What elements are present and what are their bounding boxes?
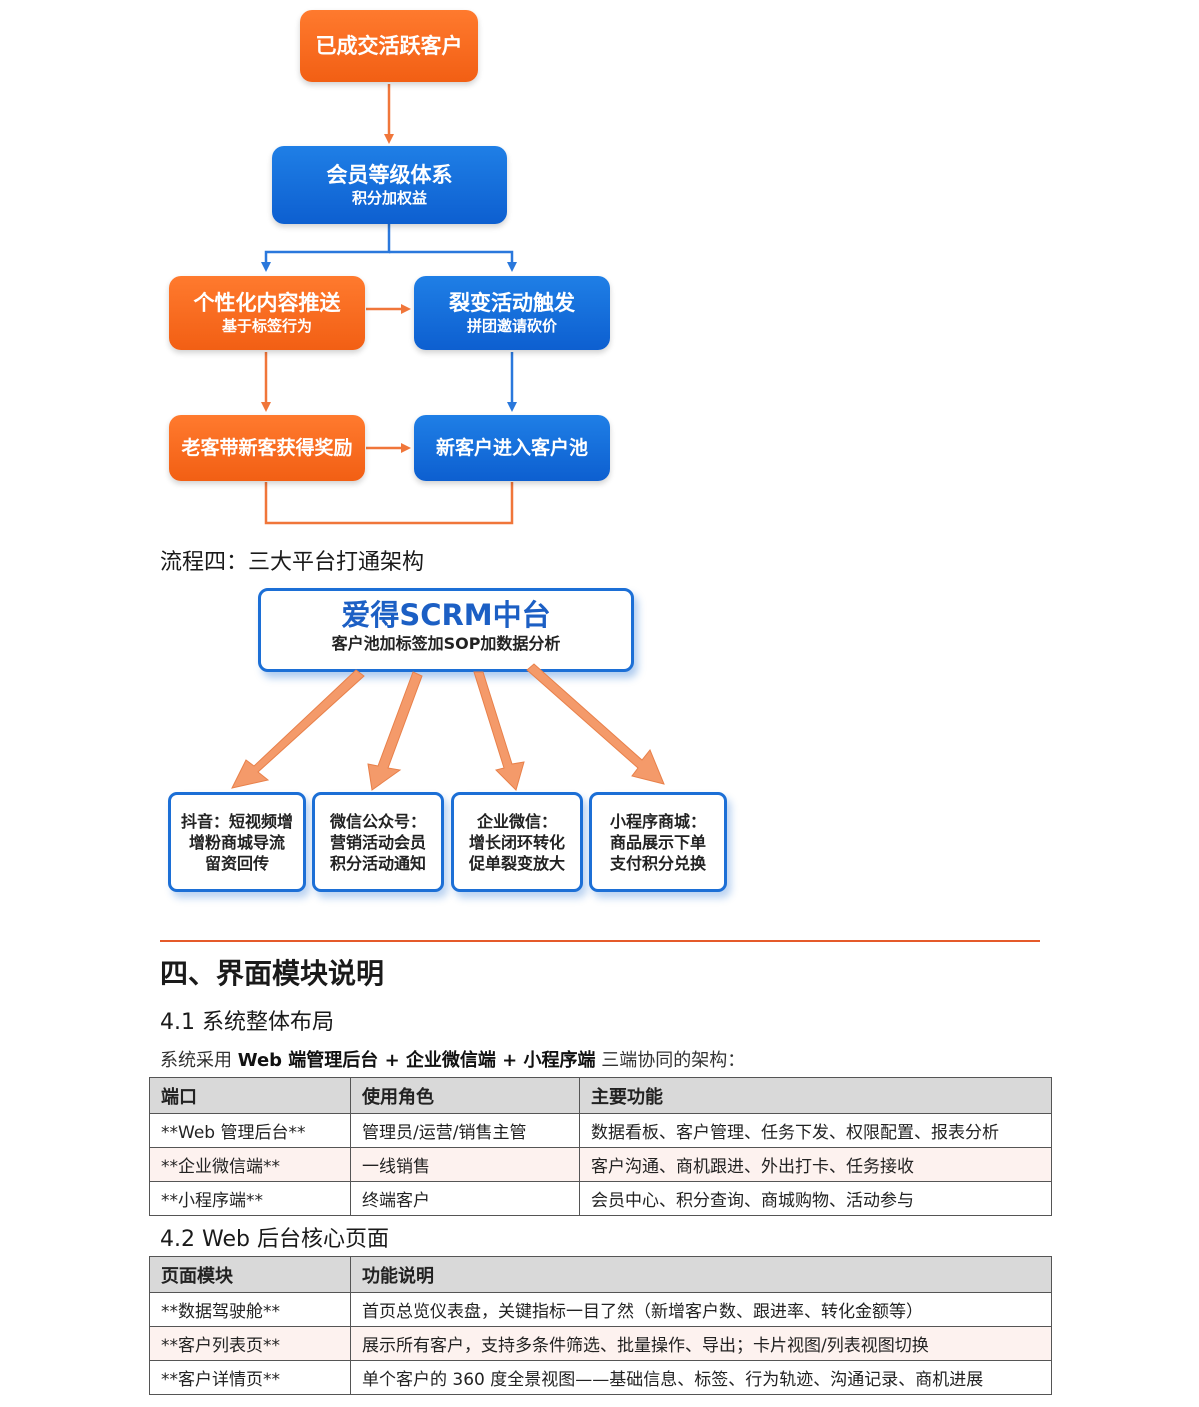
card-line: 商品展示下单 [609,832,706,852]
subsection-heading-4-2: 4.2 Web 后台核心页面 [160,1227,389,1252]
flow-node-membership: 会员等级体系 积分加权益 [272,146,507,224]
platform-card-douyin: 抖音：短视频增 增粉商城导流 留资回传 [168,792,306,892]
platform-card-wecom: 企业微信： 增长闭环转化 促单裂变放大 [451,792,583,892]
card-line: 抖音：短视频增 [180,811,293,831]
flow4-arrows [231,663,665,791]
node-title: 老客带新客获得奖励 [181,437,353,459]
table-cell: 展示所有客户，支持多条件筛选、批量操作、导出；卡片视图/列表视图切换 [350,1326,1052,1361]
card-line: 增粉商城导流 [188,832,285,852]
node-title: 个性化内容推送 [193,291,341,315]
flow-node-referral-reward: 老客带新客获得奖励 [169,415,365,481]
table-row: **企业微信端** 一线销售 客户沟通、商机跟进、外出打卡、任务接收 [149,1147,1052,1182]
table-row: **数据驾驶舱** 首页总览仪表盘，关键指标一目了然（新增客户数、跟进率、转化金… [149,1292,1052,1327]
table-row: **客户详情页** 单个客户的 360 度全景视图——基础信息、标签、行为轨迹、… [149,1360,1052,1395]
header-cell: 使用角色 [350,1077,580,1114]
flow-node-fission: 裂变活动触发 拼团邀请砍价 [414,276,610,350]
node-title: 会员等级体系 [326,163,453,187]
table-cell: **客户详情页** [149,1360,351,1395]
node-subtitle: 基于标签行为 [221,317,312,335]
intro-prefix: 系统采用 [160,1050,232,1071]
table-cell: **Web 管理后台** [149,1113,351,1148]
table-cell: **数据驾驶舱** [149,1292,351,1327]
card-line: 微信公众号： [329,811,426,831]
header-cell: 页面模块 [149,1256,351,1293]
table-cell: **客户列表页** [149,1326,351,1361]
card-line: 小程序商城： [609,811,706,831]
card-line: 留资回传 [204,853,269,873]
section-divider [160,940,1040,942]
web-pages-table: 页面模块 功能说明 **数据驾驶舱** 首页总览仪表盘，关键指标一目了然（新增客… [149,1256,1052,1395]
flow1-connectors [261,84,517,525]
node-subtitle: 积分加权益 [351,189,427,207]
header-cell: 主要功能 [579,1077,1052,1114]
table-row: **小程序端** 终端客户 会员中心、积分查询、商城购物、活动参与 [149,1181,1052,1216]
flow-node-active-customers: 已成交活跃客户 [300,10,478,82]
platform-card-miniprogram: 小程序商城： 商品展示下单 支付积分兑换 [589,792,727,892]
hub-title: 爱得SCRM中台 [341,598,551,632]
card-line: 促单裂变放大 [468,853,565,873]
ports-table: 端口 使用角色 主要功能 **Web 管理后台** 管理员/运营/销售主管 数据… [149,1077,1052,1216]
card-line: 积分活动通知 [329,853,426,873]
node-title: 裂变活动触发 [449,291,575,315]
table-cell: 终端客户 [350,1181,580,1216]
intro-suffix: 三端协同的架构： [601,1050,746,1071]
header-cell: 功能说明 [350,1256,1052,1293]
table-header-row: 页面模块 功能说明 [149,1256,1052,1293]
flow4-caption: 流程四：三大平台打通架构 [160,550,425,575]
table-cell: **小程序端** [149,1181,351,1216]
scrm-hub: 爱得SCRM中台 客户池加标签加SOP加数据分析 [258,588,634,672]
table-row: **Web 管理后台** 管理员/运营/销售主管 数据看板、客户管理、任务下发、… [149,1113,1052,1148]
flow-node-new-customer-pool: 新客户进入客户池 [414,415,610,481]
table-cell: 一线销售 [350,1147,580,1182]
table-cell: 会员中心、积分查询、商城购物、活动参与 [579,1181,1052,1216]
table-cell: 数据看板、客户管理、任务下发、权限配置、报表分析 [579,1113,1052,1148]
card-line: 营销活动会员 [329,832,426,852]
table-cell: 客户沟通、商机跟进、外出打卡、任务接收 [579,1147,1052,1182]
table-row: **客户列表页** 展示所有客户，支持多条件筛选、批量操作、导出；卡片视图/列表… [149,1326,1052,1361]
subsection-heading-4-1: 4.1 系统整体布局 [160,1010,334,1035]
table-cell: **企业微信端** [149,1147,351,1182]
card-line: 支付积分兑换 [609,853,706,873]
node-title: 新客户进入客户池 [435,437,588,459]
section-heading: 四、界面模块说明 [160,957,385,990]
card-line: 增长闭环转化 [468,832,565,852]
table-cell: 单个客户的 360 度全景视图——基础信息、标签、行为轨迹、沟通记录、商机进展 [350,1360,1052,1395]
hub-subtitle: 客户池加标签加SOP加数据分析 [331,634,561,653]
table-header-row: 端口 使用角色 主要功能 [149,1077,1052,1114]
flow-node-personalized-push: 个性化内容推送 基于标签行为 [169,276,365,350]
intro-bold: Web 端管理后台 + 企业微信端 + 小程序端 [237,1050,596,1071]
table-cell: 首页总览仪表盘，关键指标一目了然（新增客户数、跟进率、转化金额等） [350,1292,1052,1327]
table-cell: 管理员/运营/销售主管 [350,1113,580,1148]
node-subtitle: 拼团邀请砍价 [466,317,557,335]
node-title: 已成交活跃客户 [315,34,463,58]
platform-card-wechat-official: 微信公众号： 营销活动会员 积分活动通知 [312,792,444,892]
layout-intro: 系统采用 Web 端管理后台 + 企业微信端 + 小程序端 三端协同的架构： [160,1046,745,1072]
header-cell: 端口 [149,1077,351,1114]
card-line: 企业微信： [476,811,557,831]
